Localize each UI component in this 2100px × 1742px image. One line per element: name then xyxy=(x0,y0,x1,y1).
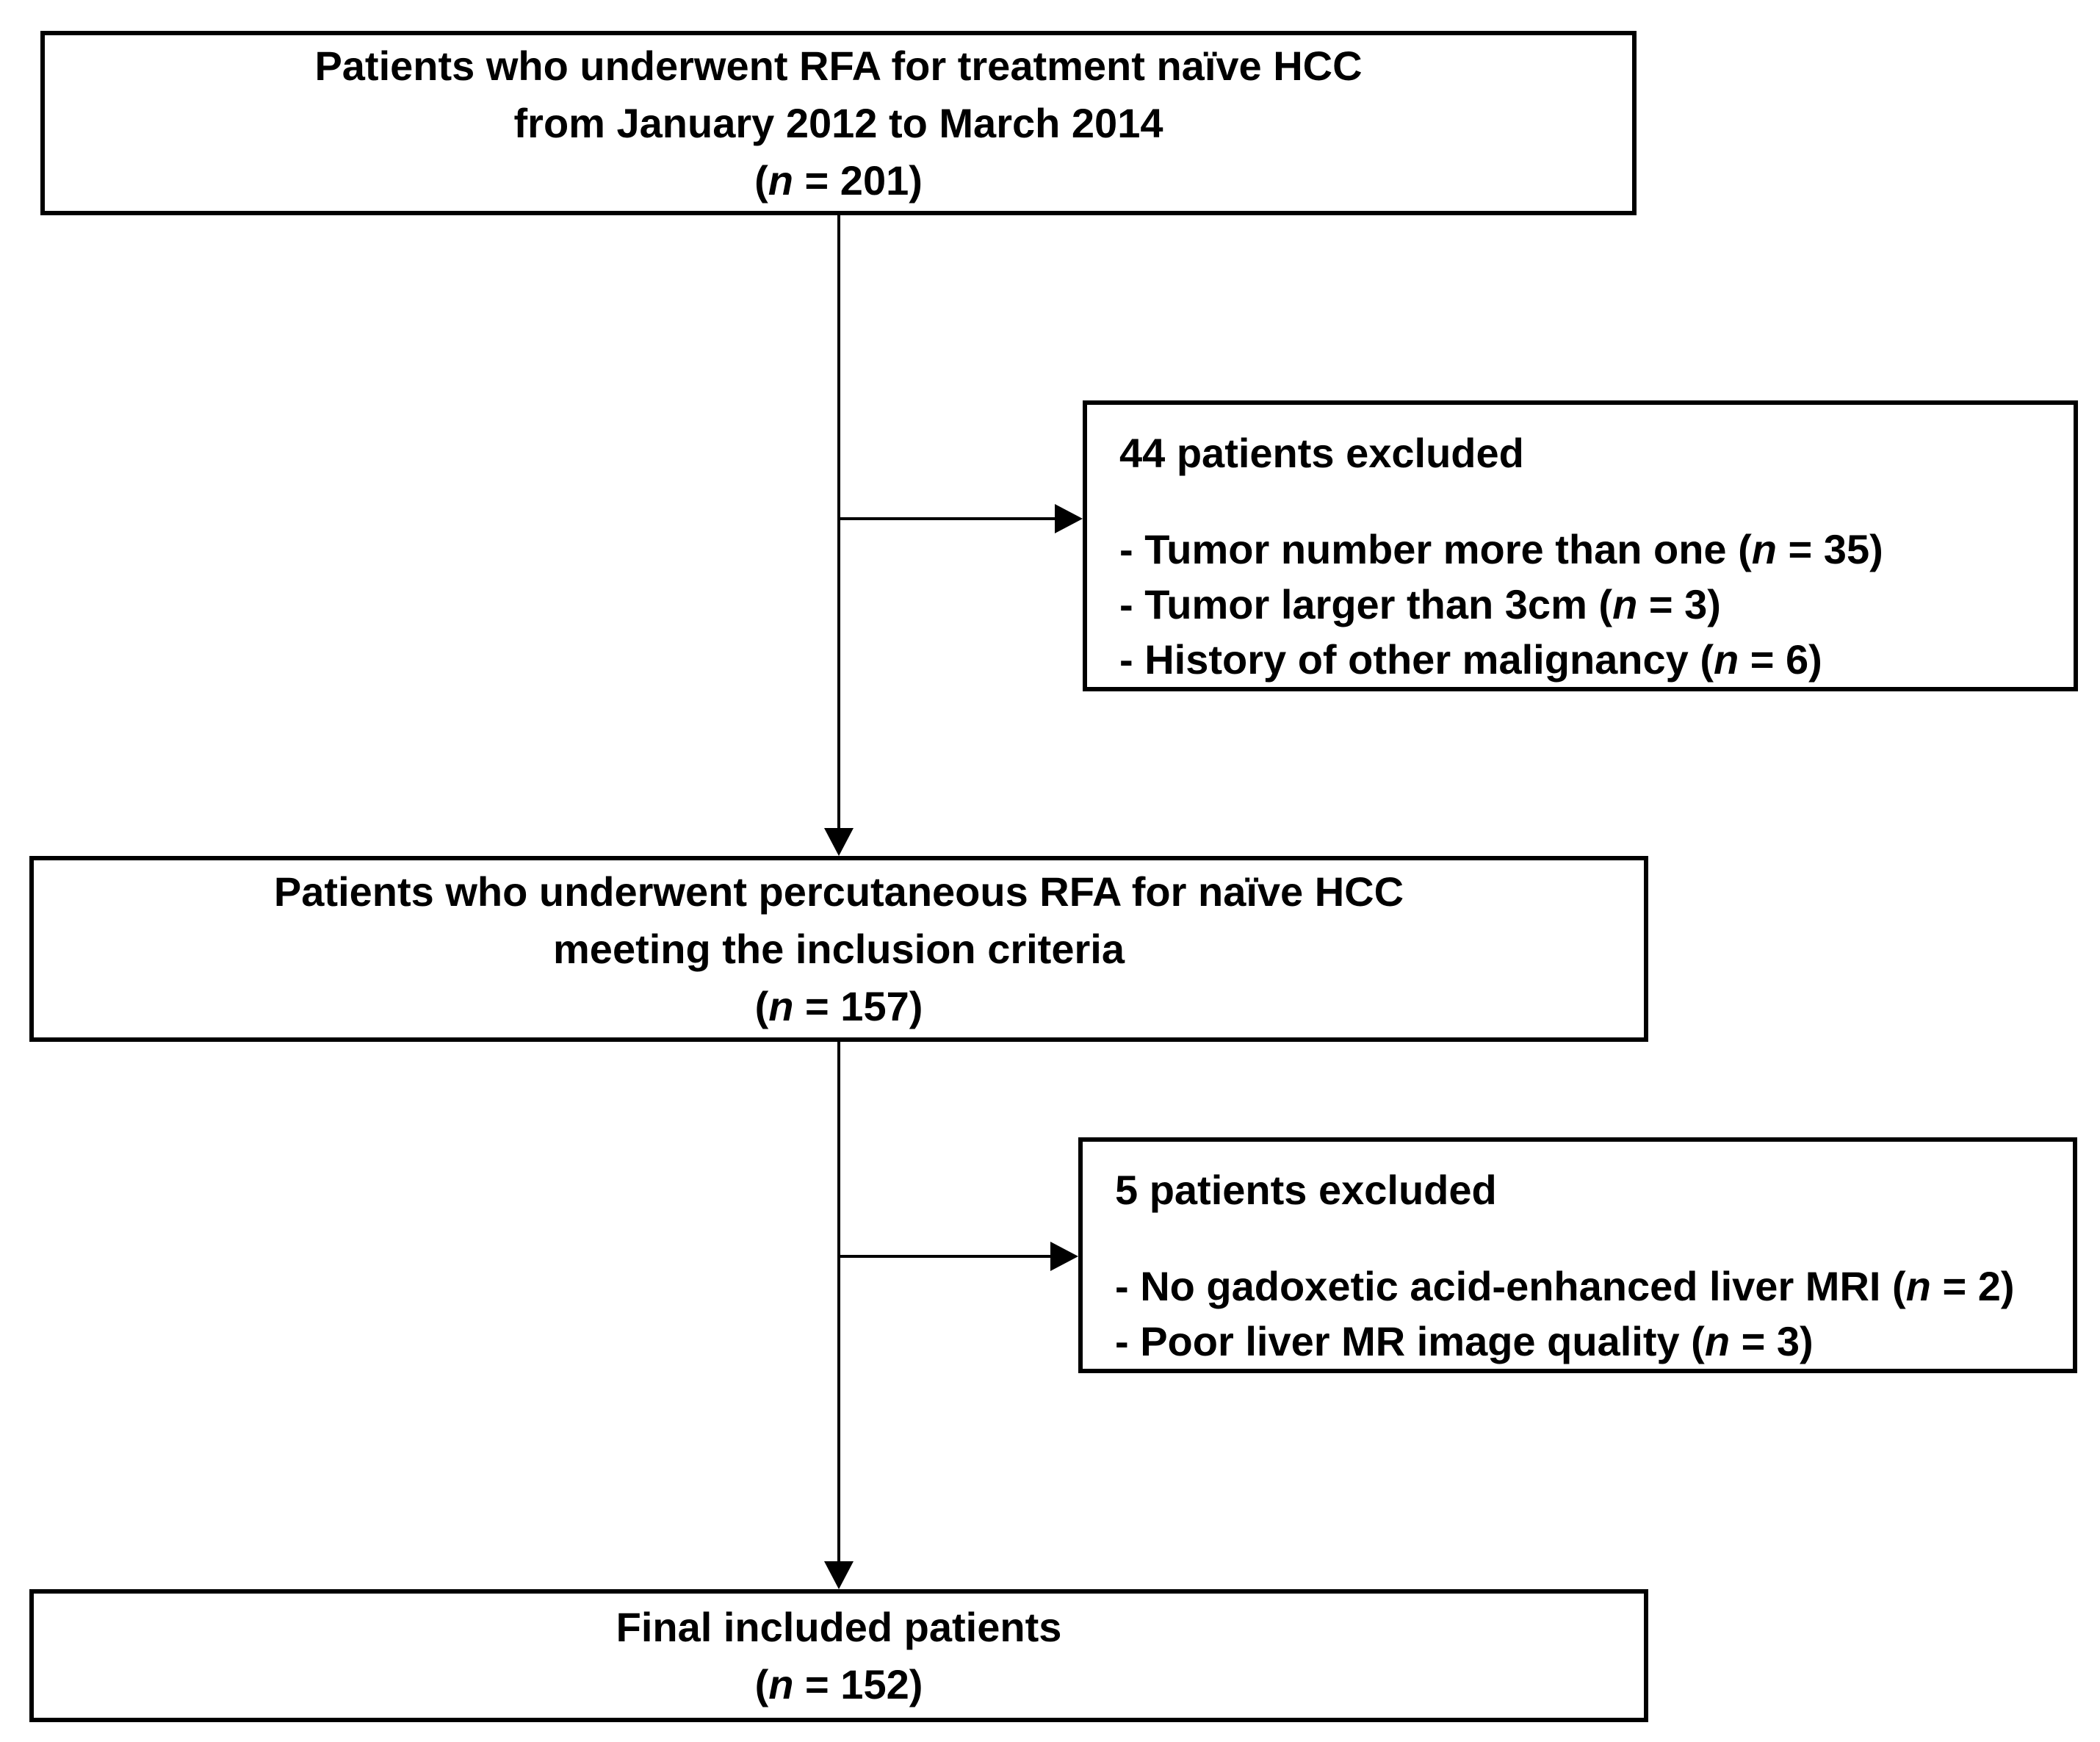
paren-open: ( xyxy=(1691,1318,1705,1364)
n-symbol: n xyxy=(1905,1263,1931,1309)
connector-enrollment-to-inclusion xyxy=(837,215,840,829)
paren-open: ( xyxy=(754,1660,769,1707)
exclusion2-item: - No gadoxetic acid-enhanced liver MRI (… xyxy=(1115,1259,2051,1314)
paren-open: ( xyxy=(1892,1263,1906,1309)
n-value: = 6) xyxy=(1739,636,1822,683)
paren-open: ( xyxy=(754,156,768,204)
final-box: Final included patients (n = 152) xyxy=(29,1589,1648,1722)
enrollment-line2: from January 2012 to March 2014 xyxy=(513,99,1163,146)
n-value: = 35) xyxy=(1776,526,1883,572)
n-symbol: n xyxy=(768,156,793,204)
item-text: - Tumor larger than 3cm xyxy=(1119,581,1599,627)
exclusion1-box: 44 patients excluded - Tumor number more… xyxy=(1083,400,2078,691)
paren-open: ( xyxy=(754,982,769,1029)
n-value: = 3) xyxy=(1637,581,1721,627)
final-line1: Final included patients xyxy=(616,1603,1062,1650)
n-value: = 3) xyxy=(1730,1318,1814,1364)
n-value: = 157) xyxy=(793,982,923,1029)
item-text: - Poor liver MR image quality xyxy=(1115,1318,1692,1364)
exclusion2-box: 5 patients excluded - No gadoxetic acid-… xyxy=(1078,1137,2077,1373)
arrowhead-right-icon xyxy=(1050,1242,1078,1271)
n-symbol: n xyxy=(1714,636,1739,683)
spacer xyxy=(1119,481,2052,522)
n-value: = 201) xyxy=(793,156,923,204)
n-value: = 2) xyxy=(1930,1263,2015,1309)
enrollment-line1: Patients who underwent RFA for treatment… xyxy=(314,42,1363,89)
final-n-count: (n = 152) xyxy=(755,1656,923,1713)
paren-open: ( xyxy=(1700,636,1714,683)
spacer xyxy=(1115,1217,2051,1259)
n-symbol: n xyxy=(768,1660,794,1707)
enrollment-box: Patients who underwent RFA for treatment… xyxy=(40,31,1637,215)
arrowhead-down-icon xyxy=(824,1561,854,1589)
connector-to-exclusion1 xyxy=(839,517,1056,520)
arrowhead-right-icon xyxy=(1055,504,1083,533)
enrollment-n-count: (n = 201) xyxy=(754,152,923,209)
inclusion-line1: Patients who underwent percutaneous RFA … xyxy=(273,868,1404,915)
connector-inclusion-to-final xyxy=(837,1042,840,1563)
item-text: - No gadoxetic acid-enhanced liver MRI xyxy=(1115,1263,1893,1309)
inclusion-box: Patients who underwent percutaneous RFA … xyxy=(29,856,1648,1042)
n-symbol: n xyxy=(1751,526,1777,572)
n-symbol: n xyxy=(1704,1318,1731,1364)
exclusion2-title: 5 patients excluded xyxy=(1115,1167,1497,1213)
paren-open: ( xyxy=(1738,526,1752,572)
exclusion1-item: - Tumor larger than 3cm (n = 3) xyxy=(1119,577,2052,632)
n-value: = 152) xyxy=(793,1660,923,1707)
paren-open: ( xyxy=(1598,581,1613,627)
item-text: - History of other malignancy xyxy=(1119,636,1700,683)
inclusion-line2: meeting the inclusion criteria xyxy=(553,925,1125,972)
arrowhead-down-icon xyxy=(824,828,854,856)
inclusion-n-count: (n = 157) xyxy=(755,978,923,1035)
exclusion1-item: - History of other malignancy (n = 6) xyxy=(1119,632,2052,687)
item-text: - Tumor number more than one xyxy=(1119,526,1739,572)
exclusion1-item: - Tumor number more than one (n = 35) xyxy=(1119,522,2052,577)
n-symbol: n xyxy=(768,982,794,1029)
exclusion2-item: - Poor liver MR image quality (n = 3) xyxy=(1115,1314,2051,1369)
connector-to-exclusion2 xyxy=(839,1255,1052,1258)
exclusion1-title: 44 patients excluded xyxy=(1119,430,1524,476)
n-symbol: n xyxy=(1612,581,1638,627)
